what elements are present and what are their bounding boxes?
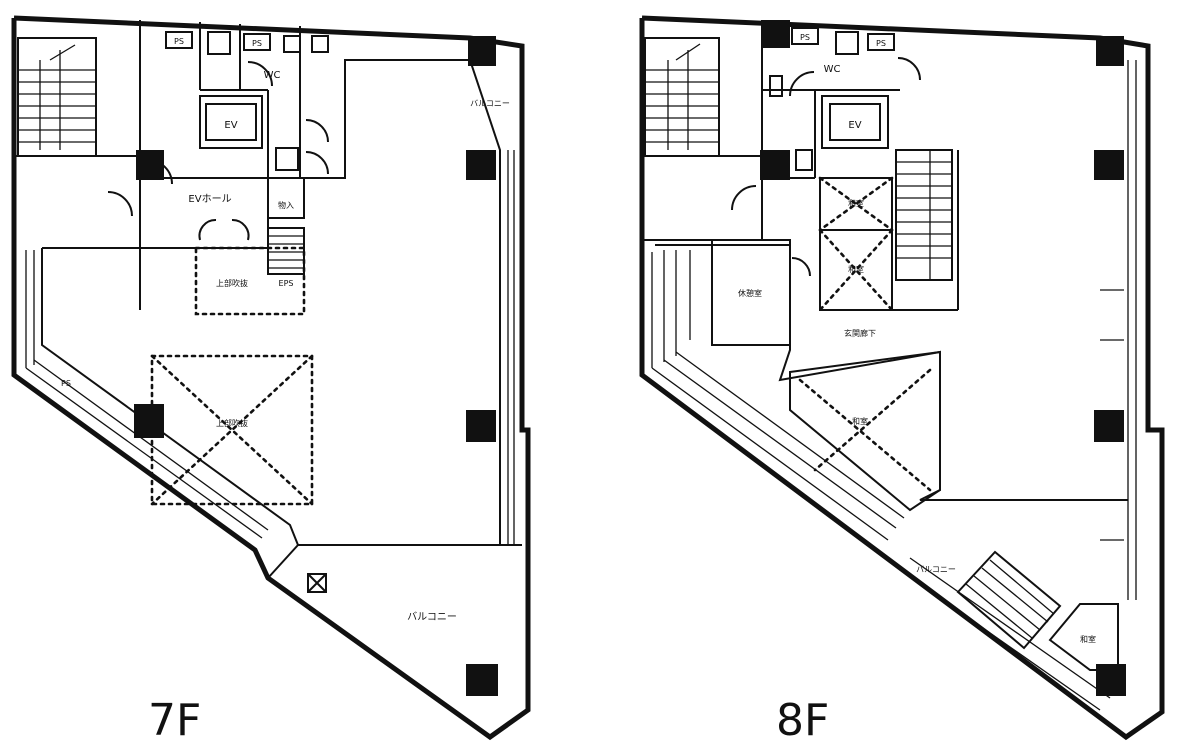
storage-7f	[267, 177, 305, 219]
toilet-fixture-8f	[835, 31, 859, 55]
ps-label-7f-2: PS	[252, 39, 262, 48]
balcony-top-label-7f: バルコニー	[470, 99, 510, 108]
outer-wall-7f	[11, 15, 531, 741]
column-8f-2	[760, 150, 790, 180]
column-7f-4	[134, 404, 164, 438]
washitsu-label-8f-3: 和室	[852, 416, 868, 426]
balcony-steps-8f	[956, 550, 1062, 650]
floor-plan-7f: PS PS WC EV EVホール 物入 EPS バルコニー バルコニー 上部吹…	[11, 15, 531, 746]
washitsu-label-8f-2: 和室	[848, 264, 864, 274]
balcony-label-8f: バルコニー	[916, 565, 956, 574]
ps-label-8f-2: PS	[876, 39, 886, 48]
urinal-fixture-7f-2	[311, 35, 329, 53]
eps-label-7f: EPS	[279, 279, 294, 288]
ps-side-label-7f: PS	[61, 379, 71, 388]
ps-box-7f-1	[165, 31, 193, 49]
ps-label-8f-1: PS	[800, 33, 810, 42]
floor-title-7f: 7F	[148, 695, 201, 746]
column-8f-1	[1096, 36, 1124, 66]
stairs-8f-2	[895, 149, 953, 281]
column-8f-3	[1094, 150, 1124, 180]
upper-open-large-label-7f: 上部吹抜	[216, 418, 248, 428]
ev-label-8f: EV	[848, 120, 861, 131]
sink-fixture-8f	[769, 75, 783, 97]
washitsu-room-8f-3	[789, 350, 941, 512]
toilet-fixture-8f-2	[795, 149, 813, 171]
storage-label-7f: 物入	[278, 200, 294, 210]
office-outline-8f	[655, 239, 1100, 501]
ps-box-8f-2	[867, 33, 895, 51]
balcony-label-7f: バルコニー	[407, 611, 457, 623]
eps-hatch-7f	[267, 227, 305, 275]
corridor-label-8f: 玄関廊下	[844, 328, 876, 338]
washitsu-room-8f-4	[1048, 603, 1119, 671]
toilet-fixture-7f-2	[275, 147, 299, 171]
toilet-fixture-7f	[207, 31, 231, 55]
ps-box-8f-1	[791, 27, 819, 45]
washitsu-label-8f-4: 和室	[1080, 634, 1096, 644]
ev-hall-label-7f: EVホール	[188, 193, 231, 205]
ps-box-7f-2	[243, 33, 271, 51]
upper-open-small-label-7f: 上部吹抜	[216, 278, 248, 288]
column-7f-2	[136, 150, 164, 180]
balcony-edge-7f	[267, 544, 299, 579]
rest-room-8f	[711, 244, 791, 346]
ev-label-7f: EV	[224, 120, 237, 131]
urinal-fixture-7f-1	[283, 35, 301, 53]
column-8f-6	[762, 20, 790, 48]
wc-label-8f: WC	[824, 64, 841, 75]
column-7f-1	[468, 36, 496, 66]
column-7f-5	[466, 410, 496, 442]
floor-plan-8f: PS PS WC EV 和室 和室 休憩室 玄関廊下 和室 バルコニー 和室 8…	[639, 15, 1165, 746]
floor-title-8f: 8F	[776, 695, 829, 746]
office-outline-7f	[41, 59, 501, 546]
column-7f-6	[466, 664, 498, 696]
drain-mark-7f	[307, 573, 327, 593]
stairs-8f	[644, 37, 720, 157]
stairs-7f	[17, 37, 97, 157]
column-7f-3	[466, 150, 496, 180]
wc-label-7f: WC	[264, 70, 281, 81]
ps-label-7f-1: PS	[174, 37, 184, 46]
rest-room-label-8f: 休憩室	[738, 288, 762, 298]
upper-open-small-7f	[194, 246, 306, 316]
column-8f-5	[1096, 664, 1126, 696]
washitsu-label-8f-1: 和室	[848, 198, 864, 208]
column-8f-4	[1094, 410, 1124, 442]
